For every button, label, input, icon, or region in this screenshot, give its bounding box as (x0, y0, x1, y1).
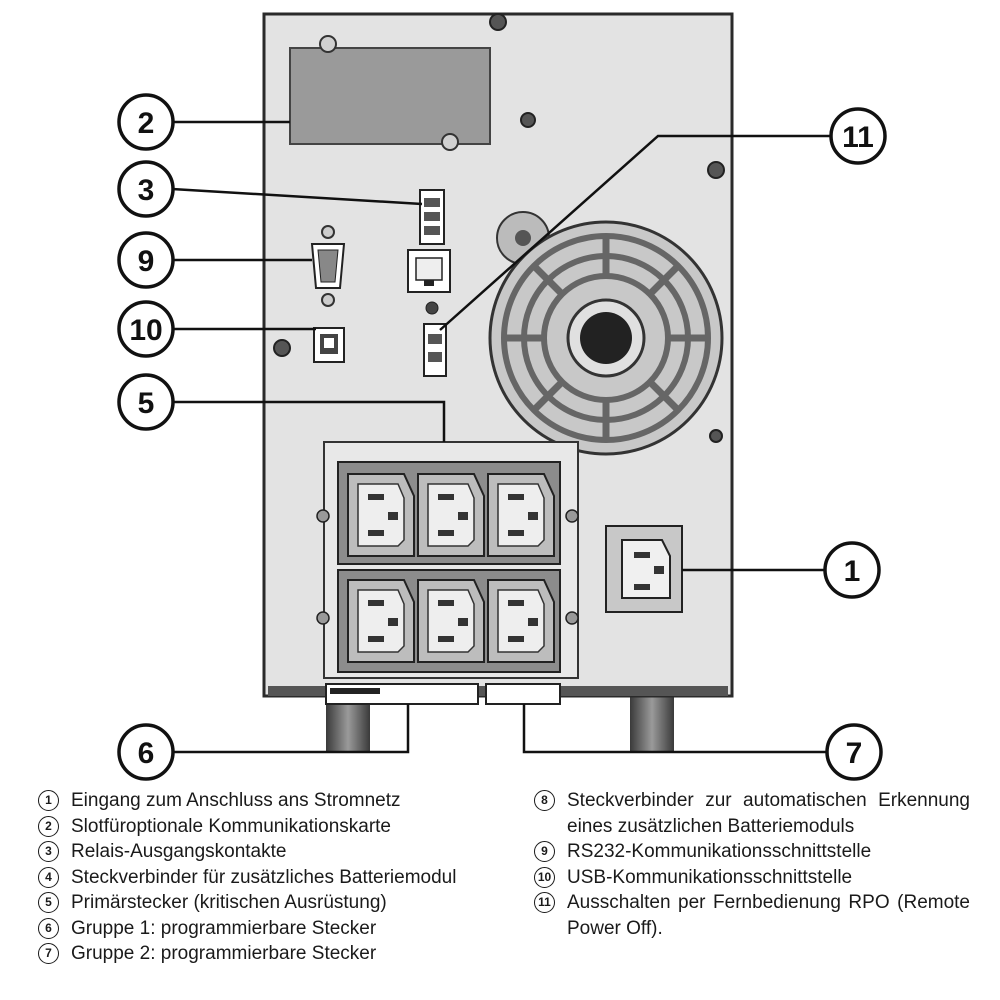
legend-number: 11 (534, 892, 555, 913)
callout-1: 1 (844, 555, 861, 588)
callout-2: 2 (138, 107, 155, 140)
legend-item: 3 Relais-Ausgangskontakte (38, 839, 478, 865)
callout-11: 11 (842, 121, 874, 154)
legend-number: 8 (534, 790, 555, 811)
legend-text: Primärstecker (kritischen Ausrüstung) (71, 892, 387, 913)
ac-input-socket (605, 525, 683, 613)
legend-text: Steckverbinder zur automatischen Erkennu… (567, 790, 970, 837)
rs232-port (310, 225, 346, 307)
legend-item: 1 Eingang zum Anschluss ans Stromnetz (38, 788, 478, 814)
screw-icon (273, 13, 725, 443)
callout-5: 5 (138, 387, 155, 420)
legend-number: 10 (534, 866, 555, 888)
callout-9: 9 (138, 245, 155, 278)
outlet-iec-c13 (417, 473, 485, 557)
fan-grille (488, 211, 724, 456)
legend-item: 4 Steckverbinder für zusätzliches Batter… (38, 865, 478, 891)
communication-card-slot (289, 35, 491, 151)
legend-text: Slotfüroptionale Kommunikationskarte (71, 815, 392, 837)
legend-left-column: 1 Eingang zum Anschluss ans Stromnetz 2 … (38, 788, 478, 967)
legend-item: 10 USB-Kommunikationsschnittstelle (534, 865, 970, 891)
legend-number: 1 (38, 790, 59, 811)
legend-item: 9 RS232-Kommunikationsschnittstelle (534, 839, 970, 865)
battery-connector (407, 249, 451, 293)
outlet-iec-c13 (487, 473, 555, 557)
legend-number: 5 (38, 892, 59, 913)
legend-item: 11 Ausschalten per Fernbedienung RPO (Re… (534, 890, 970, 941)
legend-item: 7 Gruppe 2: programmierbare Stecker (38, 941, 478, 967)
foot-left (326, 700, 370, 752)
legend-item: 8 Steckverbinder zur automatischen Erken… (534, 788, 970, 839)
legend-number: 9 (534, 841, 555, 862)
usb-port (313, 327, 345, 363)
legend-number: 6 (38, 917, 59, 939)
callout-10: 10 (129, 314, 162, 347)
legend-text: RS232-Kommunikationsschnittstelle (567, 841, 872, 862)
legend-text: USB-Kommunikationsschnittstelle (567, 866, 853, 888)
callout-7: 7 (846, 737, 863, 770)
legend-right-column: 8 Steckverbinder zur automatischen Erken… (534, 788, 970, 941)
legend-text: Eingang zum Anschluss ans Stromnetz (71, 790, 401, 811)
rpo-connector (423, 301, 447, 377)
legend-number: 2 (38, 815, 59, 837)
legend-item: 2 Slotfüroptionale Kommunikationskarte (38, 814, 478, 840)
legend-item: 6 Gruppe 1: programmierbare Stecker (38, 916, 478, 942)
legend-text: Gruppe 2: programmierbare Stecker (71, 943, 377, 964)
relay-output-contacts (419, 189, 445, 245)
callout-leader-lines (171, 120, 832, 754)
legend-number: 7 (38, 943, 59, 964)
callout-3: 3 (138, 174, 155, 207)
outlet-iec-c13 (347, 579, 415, 663)
callout-6: 6 (138, 737, 155, 770)
outlet-iec-c13 (487, 579, 555, 663)
legend-number: 3 (38, 841, 59, 862)
legend-text: Steckverbinder für zusätzliches Batterie… (71, 866, 457, 888)
ups-rear-panel-diagram: 2 3 9 10 11 5 1 6 7 (117, 12, 887, 781)
legend-number: 4 (38, 866, 59, 888)
foot-right (630, 692, 674, 752)
legend-text: Ausschalten per Fernbedienung RPO (Remot… (567, 892, 970, 939)
legend-item: 5 Primärstecker (kritischen Ausrüstung) (38, 890, 478, 916)
outlet-iec-c13 (417, 579, 485, 663)
outlet-iec-c13 (347, 473, 415, 557)
legend-text: Relais-Ausgangskontakte (71, 841, 287, 862)
legend-text: Gruppe 1: programmierbare Stecker (71, 917, 377, 939)
